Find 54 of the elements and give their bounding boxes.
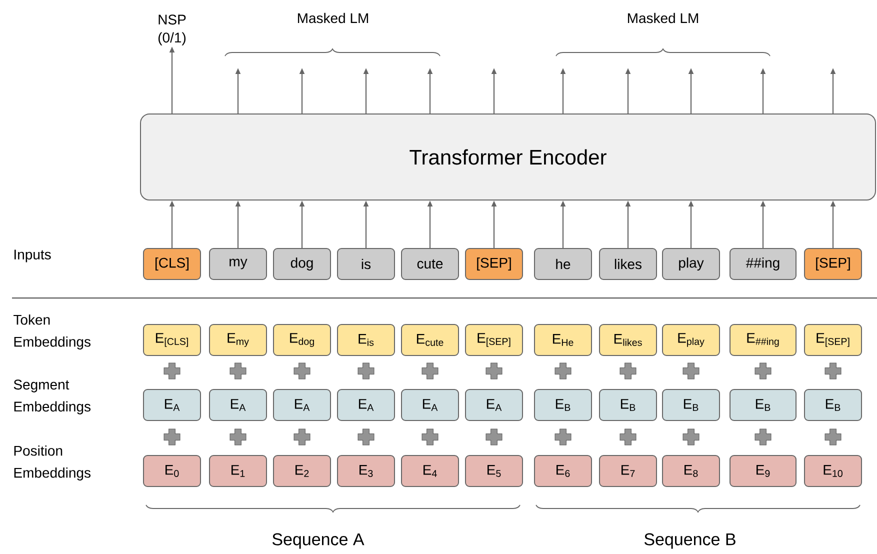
token-box: [SEP] [804, 248, 862, 280]
token-box: [CLS] [143, 248, 201, 280]
embedding-box: E$_{B}$ [599, 389, 657, 421]
embedding-box: E$_{B}$ [534, 389, 592, 421]
embedding-box: E$_{cute}$ [401, 324, 459, 356]
embedding-box: E$_{[CLS]}$ [143, 324, 201, 356]
label: Masked LM [298, 12, 368, 24]
embedding-box: E$_{4}$ [401, 455, 459, 487]
embedding-box: E$_{0}$ [143, 455, 201, 487]
token-box: he [534, 248, 592, 280]
embedding-box: E$_{10}$ [804, 455, 862, 487]
embedding-box: E$_{is}$ [337, 324, 395, 356]
embedding-box: E$_{likes}$ [599, 324, 657, 356]
label: Position Embeddings [14, 445, 90, 481]
embedding-box: E$_{A}$ [465, 389, 523, 421]
token-box: is [337, 248, 395, 280]
embedding-box: E$_{7}$ [599, 455, 657, 487]
label: Sequence A [272, 533, 364, 549]
embedding-box: E$_{5}$ [465, 455, 523, 487]
token-box: likes [599, 248, 657, 280]
embedding-box: E$_{B}$ [662, 389, 720, 421]
embedding-box: E$_{B}$ [804, 389, 862, 421]
token-box: ##ing [730, 248, 796, 280]
token-box: my [209, 248, 267, 280]
embedding-box: E$_{B}$ [730, 389, 796, 421]
embedding-box: E$_{6}$ [534, 455, 592, 487]
encoder-box: Transformer Encoder [140, 114, 876, 200]
token-box: [SEP] [465, 248, 523, 280]
embedding-box: E$_{8}$ [662, 455, 720, 487]
embedding-box: E$_{2}$ [273, 455, 331, 487]
label: Masked LM [628, 12, 698, 24]
embedding-box: E$_{He}$ [534, 324, 592, 356]
embedding-box: E$_{my}$ [209, 324, 267, 356]
embedding-box: E$_{[SEP]}$ [804, 324, 862, 356]
embedding-box: E$_{play}$ [662, 324, 720, 356]
embedding-box: E$_{9}$ [730, 455, 796, 487]
token-box: dog [273, 248, 331, 280]
embedding-box: E$_{A}$ [401, 389, 459, 421]
embedding-box: E$_{##ing}$ [730, 324, 796, 356]
embedding-box: E$_{A}$ [209, 389, 267, 421]
label: Segment Embeddings [14, 380, 90, 414]
embedding-box: E$_{dog}$ [273, 324, 331, 356]
label: Sequence B [644, 533, 736, 549]
embedding-box: E$_{A}$ [143, 389, 201, 421]
token-box: play [662, 248, 720, 280]
embedding-box: E$_{A}$ [337, 389, 395, 421]
label: Token Embeddings [14, 314, 90, 350]
embedding-box: E$_{A}$ [273, 389, 331, 421]
embedding-box: E$_{3}$ [337, 455, 395, 487]
embedding-box: E$_{1}$ [209, 455, 267, 487]
output-label: NSP (0/1) [158, 14, 186, 46]
label: Inputs [14, 250, 51, 262]
embedding-box: E$_{[SEP]}$ [465, 324, 523, 356]
token-box: cute [401, 248, 459, 280]
